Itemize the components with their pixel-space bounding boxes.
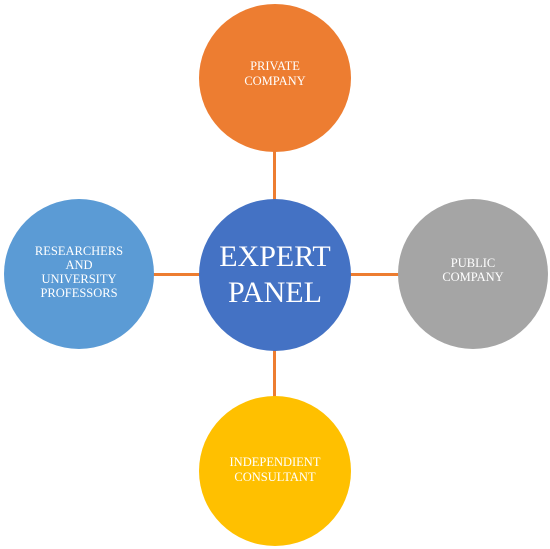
node-expert-panel-label: EXPERT PANEL [219, 240, 331, 309]
node-private-company-label: PRIVATE COMPANY [244, 59, 306, 88]
node-independent-consultant: INDEPENDIENT CONSULTANT [199, 396, 351, 546]
connector-center-right [350, 273, 400, 276]
node-public-company: PUBLIC COMPANY [398, 199, 548, 349]
node-public-company-label: PUBLIC COMPANY [442, 256, 504, 284]
node-researchers-professors: RESEARCHERS AND UNIVERSITY PROFESSORS [4, 199, 154, 349]
connector-center-top [273, 150, 276, 200]
node-expert-panel: EXPERT PANEL [199, 199, 351, 351]
connector-center-left [152, 273, 202, 276]
node-private-company: PRIVATE COMPANY [199, 4, 351, 152]
node-researchers-professors-label: RESEARCHERS AND UNIVERSITY PROFESSORS [34, 244, 124, 300]
connector-center-bottom [273, 350, 276, 400]
node-independent-consultant-label: INDEPENDIENT CONSULTANT [229, 455, 321, 484]
